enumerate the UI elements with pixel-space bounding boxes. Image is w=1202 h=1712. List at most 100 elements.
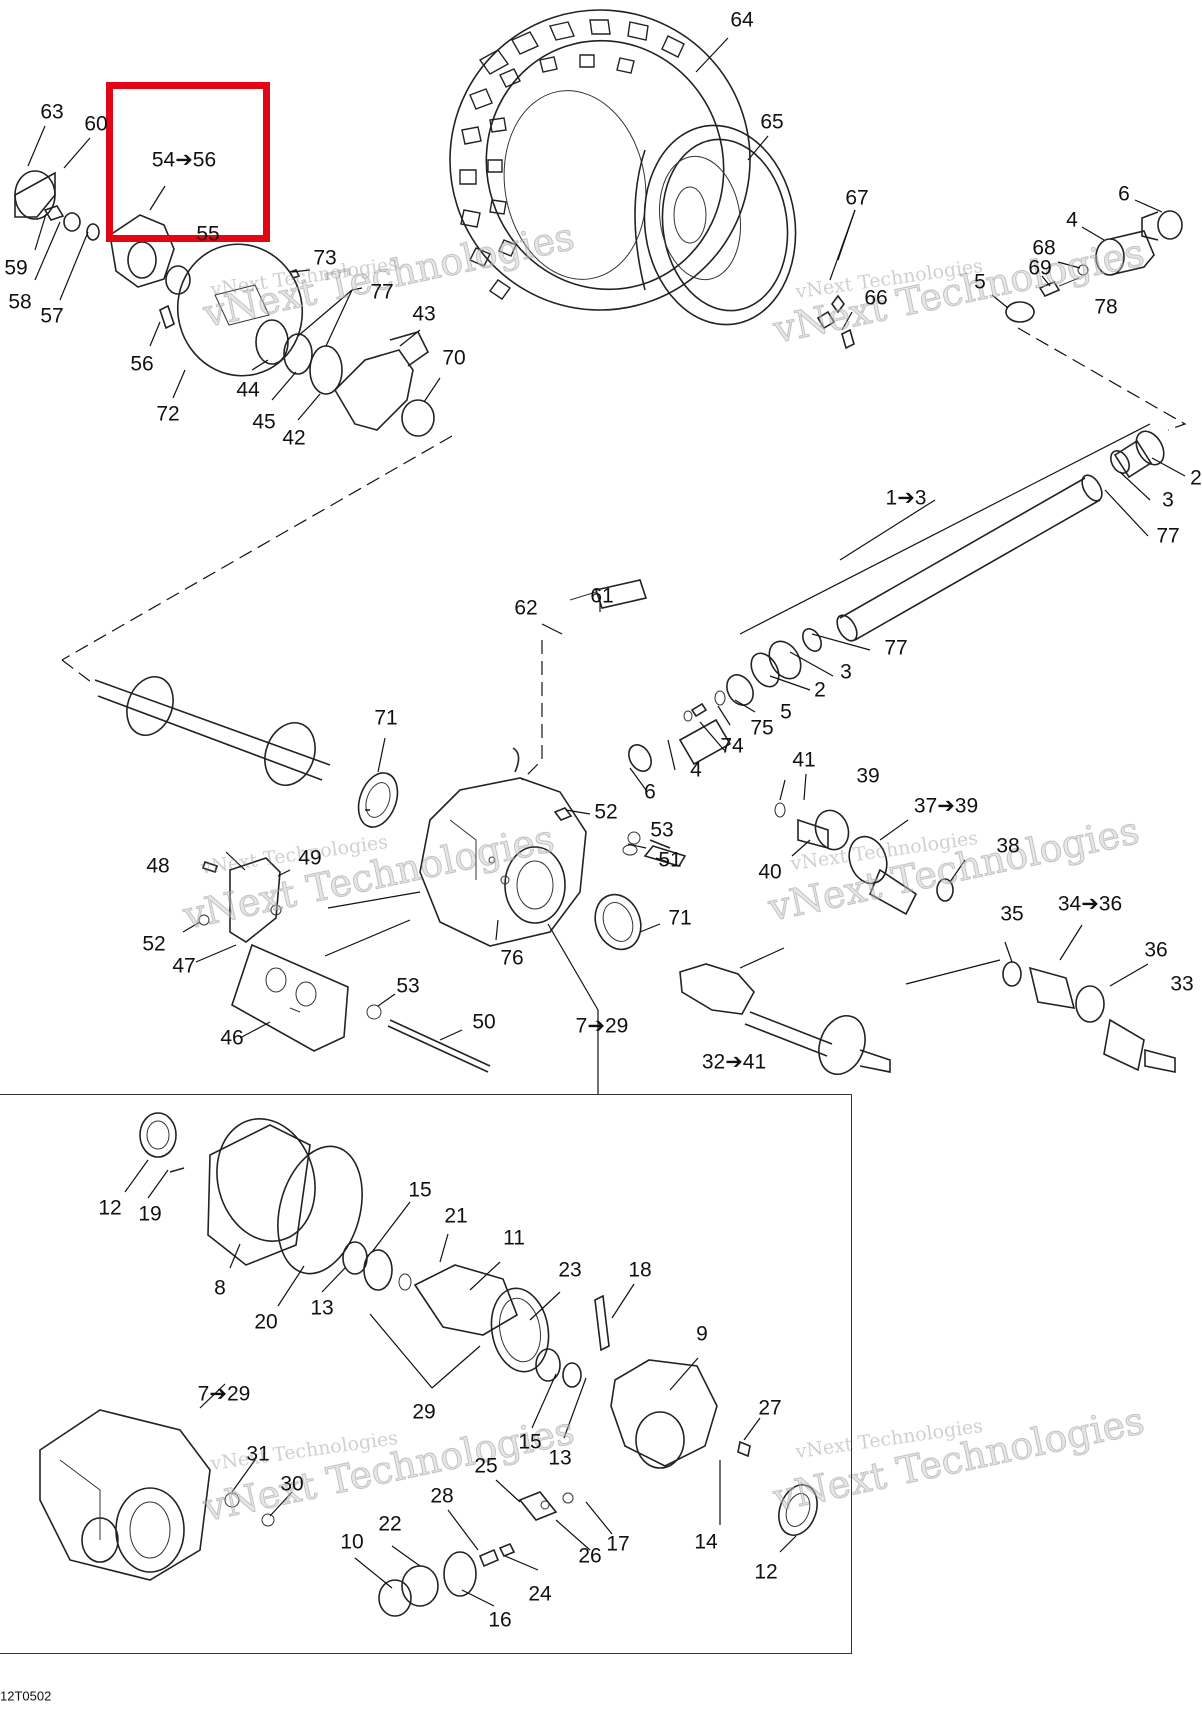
label-32-41: 32➔41 [701, 1050, 767, 1074]
label-41: 41 [792, 748, 816, 772]
label-2-top: 2 [1190, 466, 1202, 490]
label-42: 42 [282, 426, 306, 450]
label-71-left: 71 [374, 706, 398, 730]
label-44: 44 [236, 378, 260, 402]
label-65: 65 [760, 110, 784, 134]
label-22: 22 [378, 1512, 402, 1536]
highlight-box [106, 82, 270, 242]
left-axle [94, 676, 399, 828]
label-40: 40 [758, 860, 782, 884]
label-5-top: 5 [974, 270, 986, 294]
label-27: 27 [758, 1396, 782, 1420]
label-50: 50 [472, 1010, 496, 1034]
label-53-left: 53 [396, 974, 420, 998]
label-14: 14 [694, 1530, 718, 1554]
hub-assembly [14, 170, 435, 437]
label-29: 29 [412, 1400, 436, 1424]
label-72: 72 [156, 402, 180, 426]
label-10: 10 [340, 1530, 364, 1554]
label-20: 20 [254, 1310, 278, 1334]
label-35: 35 [1000, 902, 1024, 926]
label-60: 60 [84, 112, 108, 136]
label-19: 19 [138, 1202, 162, 1226]
label-12-left: 12 [98, 1196, 122, 1220]
label-78: 78 [1094, 295, 1118, 319]
label-54-56: 54➔56 [151, 148, 217, 172]
label-73: 73 [313, 246, 337, 270]
label-16: 16 [488, 1608, 512, 1632]
label-45: 45 [252, 410, 276, 434]
label-2-mid: 2 [814, 678, 826, 702]
label-62: 62 [514, 596, 538, 620]
label-6-mid: 6 [644, 780, 656, 804]
label-28: 28 [430, 1484, 454, 1508]
label-7-29-top: 7➔29 [575, 1014, 629, 1038]
subassembly-frame [0, 1094, 852, 1654]
label-3-top: 3 [1162, 488, 1174, 512]
label-26: 26 [578, 1544, 602, 1568]
label-48: 48 [146, 854, 170, 878]
label-61: 61 [590, 584, 614, 608]
label-75: 75 [750, 716, 774, 740]
label-18: 18 [628, 1258, 652, 1282]
label-74: 74 [720, 734, 744, 758]
label-13-bottom: 13 [548, 1446, 572, 1470]
label-30: 30 [280, 1472, 304, 1496]
label-46: 46 [220, 1026, 244, 1050]
tire-64 [449, 9, 751, 311]
label-64: 64 [730, 8, 754, 32]
label-34-36: 34➔36 [1057, 892, 1123, 916]
leader-lines [27, 37, 1186, 1607]
label-25: 25 [474, 1454, 498, 1478]
label-69: 69 [1028, 256, 1052, 280]
label-33: 33 [1170, 972, 1194, 996]
label-37-39: 37➔39 [913, 794, 979, 818]
label-71-right: 71 [668, 906, 692, 930]
label-21: 21 [444, 1204, 468, 1228]
top-right-parts [816, 210, 1183, 350]
label-8: 8 [214, 1276, 226, 1300]
label-15-top: 15 [408, 1178, 432, 1202]
label-9: 9 [696, 1322, 708, 1346]
label-77-top: 77 [370, 280, 394, 304]
label-4-mid: 4 [690, 758, 702, 782]
label-5-mid: 5 [780, 700, 792, 724]
label-39: 39 [856, 764, 880, 788]
label-31: 31 [246, 1442, 270, 1466]
label-23: 23 [558, 1258, 582, 1282]
label-77-mid: 77 [1156, 524, 1180, 548]
label-12-right: 12 [754, 1560, 778, 1584]
label-76: 76 [500, 946, 524, 970]
label-51: 51 [658, 848, 682, 872]
diff-housing [419, 747, 687, 951]
label-6-top: 6 [1118, 182, 1130, 206]
label-49: 49 [298, 846, 322, 870]
label-53-center: 53 [650, 818, 674, 842]
label-59: 59 [4, 256, 28, 280]
label-55: 55 [196, 222, 220, 246]
label-47: 47 [172, 954, 196, 978]
label-1-3: 1➔3 [885, 486, 927, 510]
label-70: 70 [442, 346, 466, 370]
label-4-top: 4 [1066, 208, 1078, 232]
label-57: 57 [40, 304, 64, 328]
label-68: 68 [1032, 236, 1056, 260]
label-52-center: 52 [594, 800, 618, 824]
assembly-lines [61, 327, 1187, 781]
label-56: 56 [130, 352, 154, 376]
label-15-bottom: 15 [518, 1430, 542, 1454]
label-58: 58 [8, 290, 32, 314]
label-52-left: 52 [142, 932, 166, 956]
right-cv-parts [679, 802, 1176, 1075]
mount-brackets [198, 809, 671, 1073]
subassembly-parts [39, 1112, 818, 1617]
label-24: 24 [528, 1582, 552, 1606]
label-38: 38 [996, 834, 1020, 858]
label-36: 36 [1144, 938, 1168, 962]
axle-shaft [569, 430, 1165, 772]
label-77-low: 77 [884, 636, 908, 660]
label-67: 67 [845, 186, 869, 210]
label-66: 66 [864, 286, 888, 310]
label-11: 11 [503, 1226, 525, 1250]
